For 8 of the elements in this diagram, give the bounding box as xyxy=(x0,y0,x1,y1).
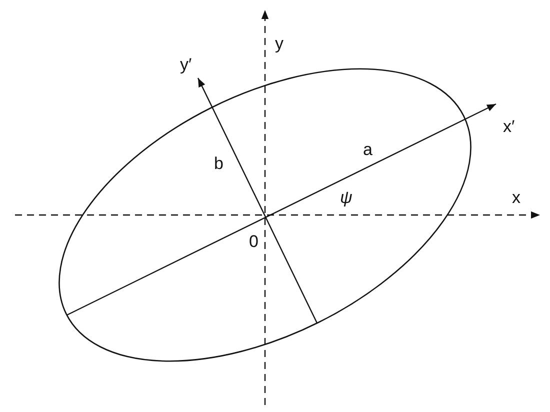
axis-label: x′ xyxy=(503,118,515,135)
axis-label: y′ xyxy=(180,56,192,73)
axis-label: y xyxy=(275,35,284,52)
axis-label: x xyxy=(512,189,520,206)
semi-axis-label: a xyxy=(363,141,372,158)
semi-axis-label: b xyxy=(214,155,224,172)
origin-label: 0 xyxy=(249,233,258,250)
angle-label: ψ xyxy=(340,189,352,206)
